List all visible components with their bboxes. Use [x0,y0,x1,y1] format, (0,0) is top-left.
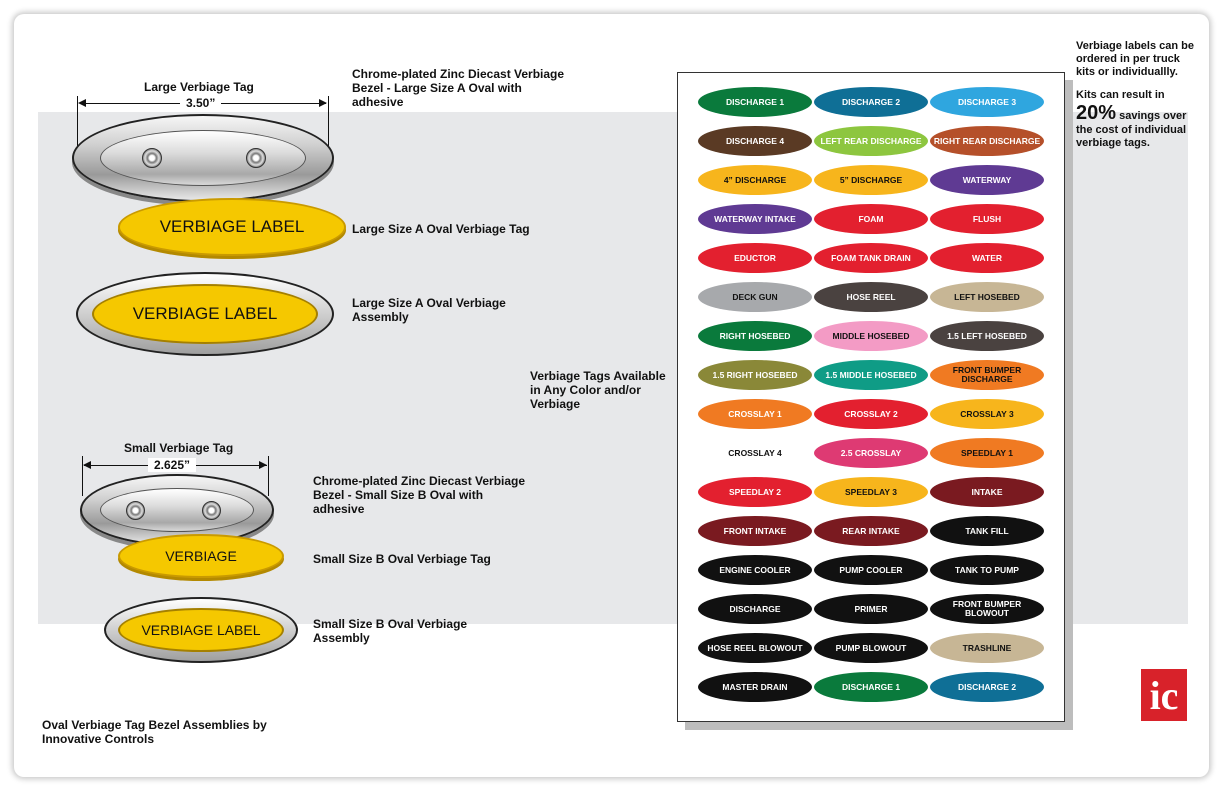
large-assembly-label: VERBIAGE LABEL [92,284,318,344]
small-assembly-description: Small Size B Oval Verbiage Assembly [313,617,468,645]
verbiage-label-pill: FRONT INTAKE [698,516,812,546]
verbiage-label-pill: FRONT BUMPER DISCHARGE [930,360,1044,390]
large-bezel [72,114,334,202]
large-bezel-hole-left [142,148,162,168]
verbiage-label-pill: DISCHARGE 4 [698,126,812,156]
verbiage-label-pill: TRASHLINE [930,633,1044,663]
kits-note: Verbiage labels can be ordered in per tr… [1076,40,1196,150]
verbiage-label-pill: FOAM [814,204,928,234]
logo-background [1141,669,1187,721]
small-bezel [80,474,274,546]
large-dim-text: 3.50” [180,96,222,110]
large-bezel-recess [100,130,306,186]
verbiage-label-pill: SPEEDLAY 3 [814,477,928,507]
small-dim-arrow-right [259,461,267,469]
large-dim-tick-left [77,96,78,156]
kits-note-line2: Kits can result in [1076,89,1165,101]
verbiage-label-pill: ENGINE COOLER [698,555,812,585]
verbiage-label-pill: DISCHARGE 1 [814,672,928,702]
small-dim-text: 2.625” [148,458,197,472]
small-assembly: VERBIAGE LABEL [104,597,298,663]
verbiage-label-pill: DECK GUN [698,282,812,312]
large-tag-text: VERBIAGE LABEL [159,217,305,236]
small-assembly-text: VERBIAGE LABEL [141,622,261,638]
large-dim-arrow-right [319,99,327,107]
verbiage-label-pill: REAR INTAKE [814,516,928,546]
verbiage-label-pill: CROSSLAY 2 [814,399,928,429]
verbiage-label-pill: TANK TO PUMP [930,555,1044,585]
verbiage-label-pill: LEFT HOSEBED [930,282,1044,312]
verbiage-label-pill: WATER [930,243,1044,273]
large-tag-description: Large Size A Oval Verbiage Tag [352,222,530,236]
verbiage-label-pill: 1.5 MIDDLE HOSEBED [814,360,928,390]
verbiage-label-pill: 4” DISCHARGE [698,165,812,195]
verbiage-label-pill: RIGHT REAR DISCHARGE [930,126,1044,156]
verbiage-label-pill: 2.5 CROSSLAY [814,438,928,468]
ic-logo-icon: ic [1141,669,1187,721]
large-bezel-hole-right [246,148,266,168]
verbiage-label-pill: CROSSLAY 3 [930,399,1044,429]
verbiage-label-pill: SPEEDLAY 1 [930,438,1044,468]
small-tag-title: Small Verbiage Tag [124,441,234,455]
verbiage-label-pill: TANK FILL [930,516,1044,546]
verbiage-label-pill: DISCHARGE 3 [930,87,1044,117]
large-assembly: VERBIAGE LABEL [76,272,334,356]
footer-caption: Oval Verbiage Tag Bezel Assemblies by In… [42,718,267,746]
verbiage-label-pill: WATERWAY [930,165,1044,195]
verbiage-label-pill: 1.5 RIGHT HOSEBED [698,360,812,390]
small-dim-tick-right [268,456,269,496]
small-dim-tick-left [82,456,83,496]
verbiage-label-pill: FOAM TANK DRAIN [814,243,928,273]
small-tag-description: Small Size B Oval Verbiage Tag [313,552,491,566]
verbiage-label-pill: EDUCTOR [698,243,812,273]
verbiage-label-pill: DISCHARGE [698,594,812,624]
savings-percent: 20% [1076,102,1117,124]
large-tag-title: Large Verbiage Tag [144,80,254,94]
large-bezel-description: Chrome-plated Zinc Diecast Verbiage Beze… [352,67,565,109]
verbiage-label-pill: HOSE REEL [814,282,928,312]
kits-note-savings: 20% savings over the cost of individual … [1076,102,1196,150]
verbiage-label-pill: FRONT BUMPER BLOWOUT [930,594,1044,624]
small-bezel-description: Chrome-plated Zinc Diecast Verbiage Beze… [313,474,526,516]
verbiage-label-pill: SPEEDLAY 2 [698,477,812,507]
verbiage-label-pill: 1.5 LEFT HOSEBED [930,321,1044,351]
verbiage-label-pill: MASTER DRAIN [698,672,812,702]
large-dim-arrow-left [78,99,86,107]
availability-note: Verbiage Tags Available in Any Color and… [530,369,666,411]
large-assembly-description: Large Size A Oval Verbiage Assembly [352,296,506,324]
verbiage-label-pill: INTAKE [930,477,1044,507]
small-assembly-label: VERBIAGE LABEL [118,608,284,652]
verbiage-label-pill: CROSSLAY 1 [698,399,812,429]
kits-note-line1: Verbiage labels can be ordered in per tr… [1076,40,1195,78]
large-verbiage-tag: VERBIAGE LABEL [118,198,346,256]
logo-text: ic [1150,673,1179,718]
verbiage-label-pill: FLUSH [930,204,1044,234]
small-bezel-hole-right [202,501,221,520]
verbiage-label-pill: DISCHARGE 1 [698,87,812,117]
small-dim-arrow-left [83,461,91,469]
verbiage-label-pill: LEFT REAR DISCHARGE [814,126,928,156]
small-tag-text: VERBIAGE [165,548,237,564]
verbiage-label-pill: CROSSLAY 4 [698,438,812,468]
verbiage-label-pill: PRIMER [814,594,928,624]
verbiage-label-pill: 5” DISCHARGE [814,165,928,195]
verbiage-label-pill: MIDDLE HOSEBED [814,321,928,351]
large-dim-tick-right [328,96,329,156]
verbiage-label-pill: PUMP BLOWOUT [814,633,928,663]
large-assembly-text: VERBIAGE LABEL [132,304,278,323]
small-verbiage-tag: VERBIAGE [118,534,284,578]
verbiage-label-pill: HOSE REEL BLOWOUT [698,633,812,663]
verbiage-label-pill: PUMP COOLER [814,555,928,585]
verbiage-label-pill: WATERWAY INTAKE [698,204,812,234]
verbiage-label-pill: RIGHT HOSEBED [698,321,812,351]
small-bezel-recess [100,488,254,532]
verbiage-label-pill: DISCHARGE 2 [930,672,1044,702]
savings-text: savings over the cost of individual verb… [1076,110,1187,149]
verbiage-label-pill: DISCHARGE 2 [814,87,928,117]
small-bezel-hole-left [126,501,145,520]
